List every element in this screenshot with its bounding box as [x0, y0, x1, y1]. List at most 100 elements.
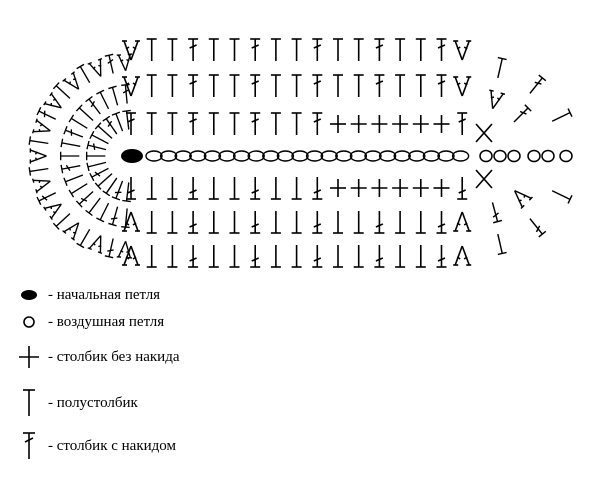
- stitch-mark: [166, 112, 179, 136]
- stitch-mark: [228, 38, 241, 62]
- stitch-mark: [60, 138, 82, 152]
- stitch-mark: [456, 176, 469, 200]
- chain-mark: [203, 150, 222, 162]
- double-crochet-icon: [23, 432, 35, 459]
- stitch-mark: [208, 112, 220, 136]
- legend-label-start-loop: - начальная петля: [48, 286, 161, 303]
- stitch-mark: [208, 176, 220, 200]
- stitch-mark: [187, 176, 199, 200]
- stitch-mark: [104, 53, 118, 76]
- inc-mark: [121, 76, 141, 97]
- stitch-mark: [332, 244, 344, 268]
- stitch-mark: [332, 38, 344, 62]
- inc-mark: [87, 232, 109, 255]
- chain-mark: [378, 150, 397, 162]
- stitch-mark: [414, 38, 427, 62]
- legend-row-single-crochet: - столбик без накида: [14, 342, 179, 372]
- stitch-mark: [228, 210, 241, 234]
- inc-mark: [121, 245, 141, 266]
- stitch-mark: [394, 38, 406, 62]
- chain-mark: [541, 149, 555, 163]
- stitch-mark: [249, 74, 262, 98]
- stitch-mark: [249, 38, 262, 62]
- stitch-mark: [249, 210, 262, 234]
- stitch-mark: [311, 74, 324, 98]
- stitch-mark: [525, 215, 547, 238]
- chain-mark: [305, 150, 324, 162]
- stitch-mark: [249, 112, 262, 136]
- stitch-mark: [549, 107, 573, 127]
- inc-mark: [29, 147, 48, 165]
- stitch-mark: [249, 176, 262, 200]
- sc-mark: [329, 178, 347, 198]
- inc-mark: [121, 211, 141, 232]
- stitch-mark: [290, 210, 303, 234]
- stitch-mark: [270, 244, 282, 268]
- chain-mark: [335, 150, 353, 162]
- stitch-mark: [373, 244, 386, 268]
- chain-mark: [189, 150, 207, 162]
- stitch-mark: [270, 38, 282, 62]
- stitch-mark: [352, 38, 365, 62]
- stitch-mark: [75, 226, 95, 249]
- stitch-mark: [435, 210, 448, 234]
- stitch-mark: [166, 244, 179, 268]
- stitch-mark: [492, 56, 508, 80]
- stitch-mark: [84, 95, 105, 118]
- stitch-mark: [270, 210, 282, 234]
- inc-mark: [116, 240, 134, 259]
- stitch-mark: [435, 244, 448, 268]
- chain-icon: [23, 316, 35, 328]
- stitch-mark: [63, 125, 86, 142]
- sc-mark: [349, 178, 368, 198]
- chain-mark: [174, 150, 192, 162]
- sc-mark: [329, 114, 347, 134]
- stitch-mark: [86, 157, 108, 172]
- legend-row-double-crochet: - столбик с накидом: [14, 431, 176, 461]
- legend-label-double-crochet: - столбик с накидом: [48, 437, 176, 454]
- stitch-mark: [75, 104, 97, 125]
- stitch-mark: [208, 74, 220, 98]
- stitch-mark: [311, 210, 324, 234]
- stitch-mark: [107, 85, 123, 108]
- stitch-mark: [373, 38, 386, 62]
- stitch-mark: [208, 38, 220, 62]
- stitch-mark: [86, 140, 108, 155]
- inc-mark: [61, 71, 86, 95]
- stitch-mark: [52, 81, 74, 103]
- stitch-mark: [414, 74, 427, 98]
- legend-row-chain: - воздушная петля: [14, 307, 164, 337]
- inc-mark: [61, 217, 86, 241]
- stitch-mark: [311, 112, 324, 136]
- stitch-mark: [104, 236, 118, 259]
- stitch-mark: [270, 176, 282, 200]
- inc-mark: [43, 91, 67, 115]
- inc-mark: [508, 184, 534, 210]
- half-double-icon: [23, 389, 35, 416]
- stitch-mark: [456, 112, 469, 136]
- stitch-mark: [145, 176, 158, 200]
- stitch-mark: [36, 106, 59, 124]
- stitch-mark: [414, 210, 427, 234]
- chain-mark: [247, 150, 265, 162]
- stitch-mark: [166, 38, 179, 62]
- stitch-mark: [290, 244, 303, 268]
- legend-row-start-loop: - начальная петля: [14, 280, 160, 310]
- stitch-mark: [373, 74, 386, 98]
- inc-mark: [31, 118, 54, 139]
- inc-mark: [31, 173, 54, 194]
- stitch-mark: [208, 244, 220, 268]
- stitch-mark: [290, 74, 303, 98]
- inc-mark: [452, 211, 473, 232]
- chain-mark: [276, 150, 295, 162]
- stitch-mark: [394, 244, 406, 268]
- stitch-mark: [435, 38, 448, 62]
- stitch-mark: [290, 176, 303, 200]
- stitch-mark: [228, 176, 241, 200]
- stitch-mark: [107, 204, 123, 227]
- stitch-mark: [525, 74, 547, 97]
- stitch-mark: [510, 104, 532, 126]
- stitch-mark: [145, 244, 158, 268]
- stitch-mark: [228, 74, 241, 98]
- stitch-mark: [145, 210, 158, 234]
